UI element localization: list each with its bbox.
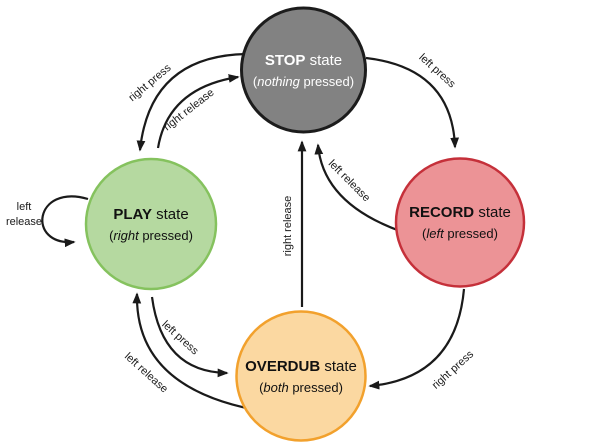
state-circle-record (394, 157, 526, 288)
state-circle-play (84, 157, 218, 291)
state-circle-stop (240, 6, 367, 134)
arrow-record-to-stop (314, 143, 401, 233)
arrow-overdub-to-play (132, 292, 257, 412)
arrow-stop-to-play (136, 52, 247, 152)
arrow-stop-to-record (365, 56, 460, 149)
arrow-play-to-stop (156, 74, 240, 149)
arrow-play-self-loop (41, 195, 89, 248)
state-circle-overdub (235, 310, 367, 442)
arrow-record-to-overdub (368, 288, 466, 390)
arrow-play-to-overdub (150, 296, 229, 378)
